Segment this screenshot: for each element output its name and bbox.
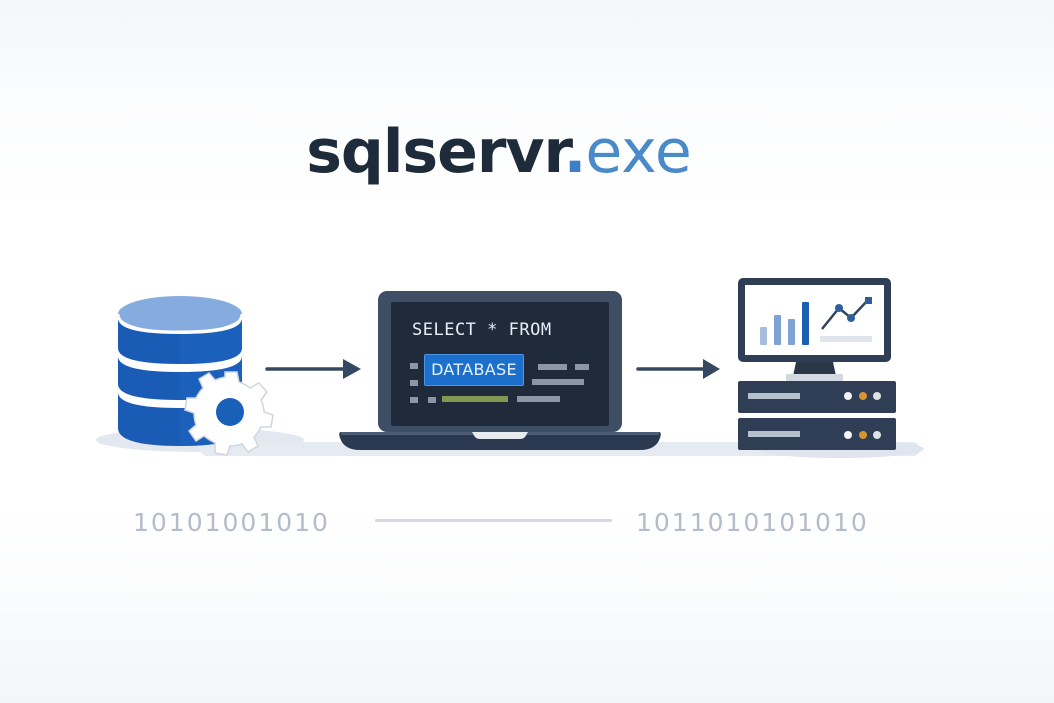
code-placeholder-lines	[410, 363, 589, 403]
binary-stream-left: 10101001010	[133, 508, 330, 537]
arrow-right-icon	[636, 359, 720, 379]
gear-icon	[184, 371, 274, 456]
connector-line	[375, 519, 612, 522]
bar-chart-icon	[760, 297, 872, 345]
arrow-right-icon	[265, 359, 361, 379]
binary-stream-right: 1011010101010	[636, 508, 869, 537]
title-extension: exe	[585, 117, 692, 187]
page-title: sqlservr.exe	[0, 112, 1054, 192]
sql-code-line: SELECT * FROM	[412, 320, 552, 340]
server-icon	[738, 381, 896, 450]
title-process-name: sqlservr	[306, 117, 564, 187]
title-dot: .	[563, 117, 587, 187]
database-badge: DATABASE	[424, 354, 524, 386]
